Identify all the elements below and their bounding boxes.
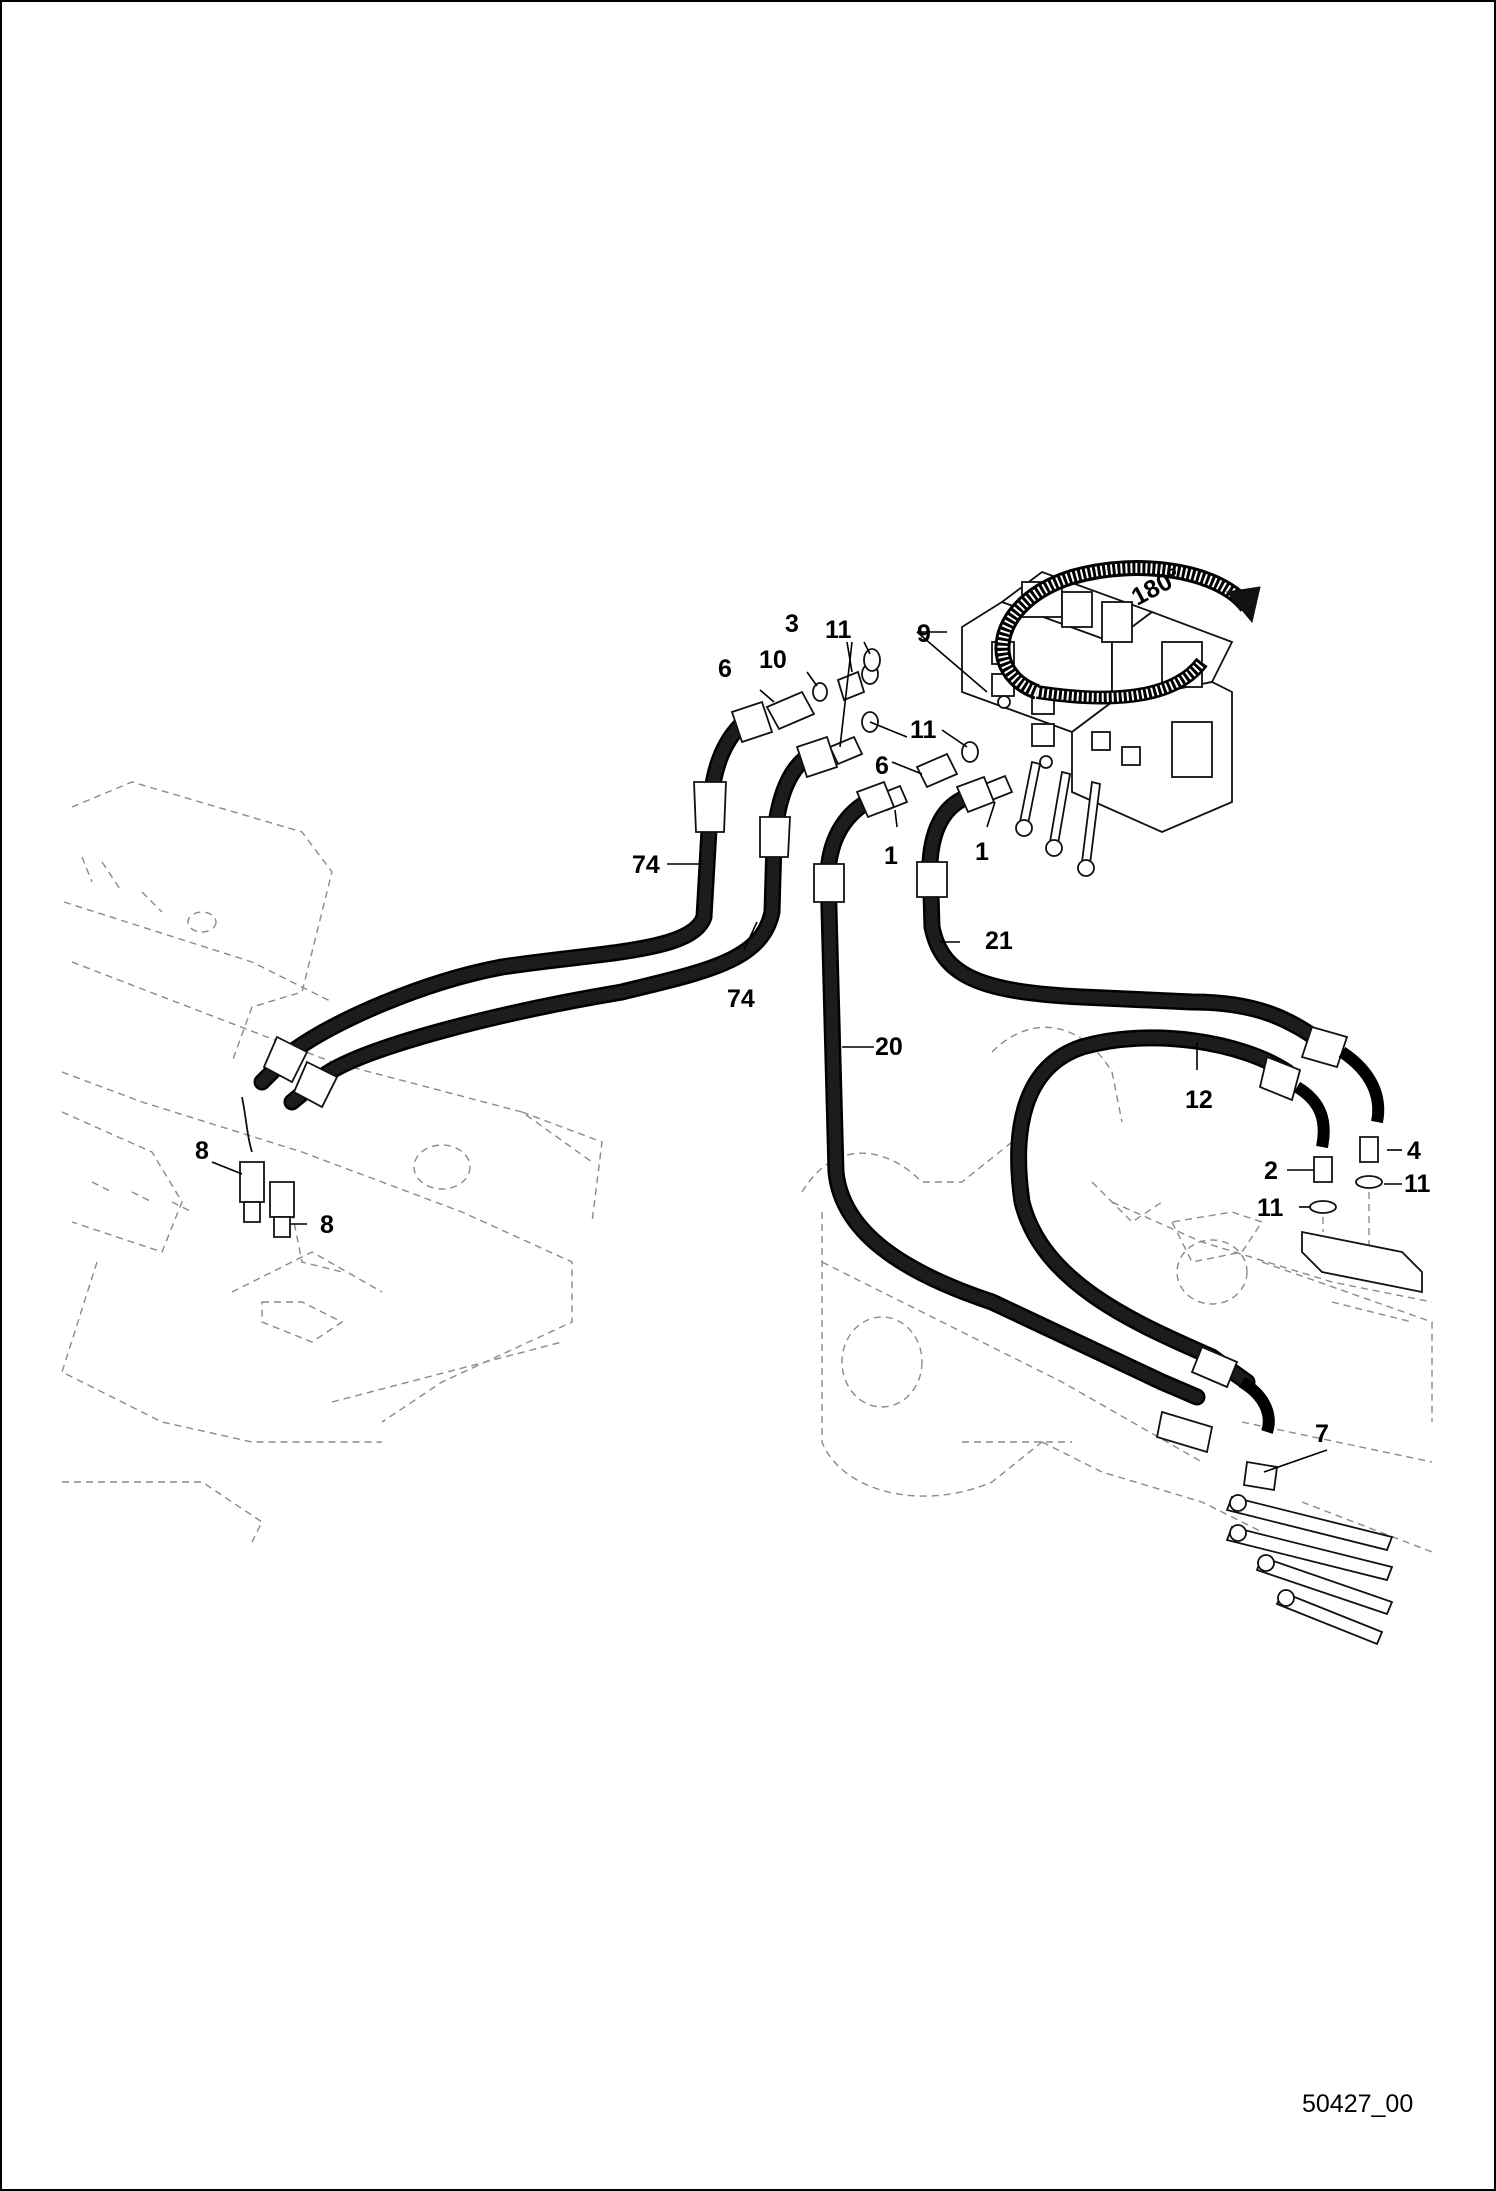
hose-74-upper: [241, 700, 774, 1153]
callout-7: 7: [1315, 1420, 1329, 1448]
hose-20: [813, 780, 1214, 1454]
callout-12: 12: [1185, 1086, 1213, 1114]
callout-74: 74: [727, 985, 755, 1013]
callout-10: 10: [759, 646, 787, 674]
callout-8: 8: [195, 1137, 209, 1165]
callout-8: 8: [320, 1211, 334, 1239]
callout-11: 11: [910, 716, 937, 744]
callout-labels: 9 11 3 10 6 11 6 1 1 74 74 21 20 12 2 4 …: [195, 610, 1431, 1448]
callout-1: 1: [884, 842, 898, 870]
valve-fittings: [765, 648, 1014, 812]
right-boom-ghost: [801, 1026, 1433, 1553]
hose-21: [916, 775, 1385, 1124]
left-frame-ghost: [61, 781, 603, 1543]
drawing-id: 50427_00: [1302, 2090, 1413, 2118]
callout-9: 9: [917, 620, 931, 648]
callout-20: 20: [875, 1033, 903, 1061]
leader-lines: [211, 631, 1402, 1473]
callout-6: 6: [875, 752, 889, 780]
callout-11: 11: [825, 616, 852, 644]
callout-11: 11: [1257, 1194, 1284, 1222]
callout-74: 74: [632, 851, 660, 879]
callout-4: 4: [1407, 1137, 1421, 1165]
callout-6: 6: [718, 655, 732, 683]
callout-1: 1: [975, 838, 989, 866]
lower-fittings: [239, 1136, 1423, 1646]
callout-11: 11: [1404, 1170, 1431, 1198]
callout-2: 2: [1264, 1157, 1278, 1185]
hose-74-lower: [283, 735, 839, 1111]
callout-21: 21: [985, 927, 1013, 955]
control-valve-assembly: [961, 570, 1234, 877]
callout-3: 3: [785, 610, 799, 638]
hose-12: [1010, 1029, 1330, 1434]
